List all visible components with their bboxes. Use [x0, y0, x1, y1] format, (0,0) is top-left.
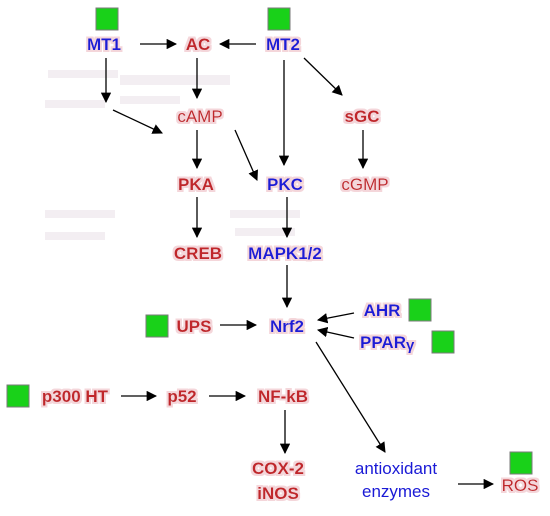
faint-block [120, 96, 180, 104]
node-camp: cAMP [177, 107, 222, 126]
node-cox2: COX-2 [252, 459, 304, 478]
marker-ppar [431, 330, 455, 354]
node-nfkb: NF-kB [258, 387, 308, 406]
node-ros: ROS [502, 476, 539, 495]
marker-mt1 [95, 7, 119, 31]
node-ahr: AHR [364, 301, 401, 320]
arrow-nrf2-antioxidant [315, 341, 386, 453]
arrow-ahr-nrf2 [316, 312, 355, 324]
node-p300: p300 HT [42, 387, 109, 406]
node-pka: PKA [178, 175, 214, 194]
node-pkc: PKC [267, 175, 303, 194]
node-nrf2: Nrf2 [270, 317, 304, 336]
faint-block [45, 100, 105, 108]
marker-mt2 [267, 7, 291, 31]
node-mapk: MAPK1/2 [248, 244, 322, 263]
faint-block [45, 232, 105, 240]
node-creb: CREB [174, 244, 222, 263]
node-mt1: MT1 [87, 35, 121, 54]
node-antioxidant: antioxidant [355, 459, 438, 478]
faint-block [230, 210, 300, 218]
node-inos: iNOS [257, 484, 299, 503]
faint-background [45, 70, 300, 240]
node-mt2: MT2 [266, 35, 300, 54]
marker-ups [145, 314, 169, 338]
arrows [100, 38, 495, 490]
ppar-main: PPAR [360, 333, 406, 352]
node-p52: p52 [167, 387, 196, 406]
node-ppar: PPARγ [360, 333, 415, 354]
ppar-subscript: γ [406, 337, 415, 354]
node-sgc: sGC [345, 107, 380, 126]
marker-ahr [408, 298, 432, 322]
faint-block [120, 75, 230, 85]
arrow-mt2-sgc [303, 57, 343, 96]
arrow-mt1-pkc [234, 129, 258, 181]
green-markers [6, 7, 533, 475]
node-enzymes: enzymes [362, 482, 430, 501]
node-ups: UPS [177, 317, 212, 336]
faint-block [45, 210, 115, 218]
faint-block [48, 70, 118, 78]
faint-block [235, 228, 295, 236]
marker-p300 [6, 384, 30, 408]
node-cgmp: cGMP [341, 175, 388, 194]
arrow-mt1-camp [112, 109, 163, 134]
node-labels: MT1 AC MT2 cAMP sGC PKA PKC cGMP CREB MA… [42, 35, 538, 503]
node-ac: AC [186, 35, 211, 54]
marker-ros [509, 451, 533, 475]
arrow-ppar-nrf2 [316, 326, 355, 339]
